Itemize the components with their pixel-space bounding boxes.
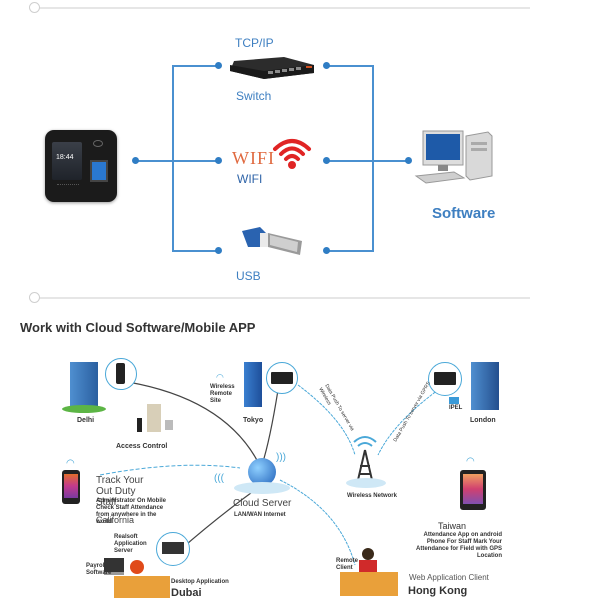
android-phone-icon (460, 470, 486, 510)
connector-left-top (172, 65, 218, 67)
cloud-diagram: Delhi Access Control ◠ Wireless Remote S… (0, 340, 600, 600)
cloud-server-label: Cloud Server (233, 498, 292, 509)
tokyo-label: Tokyo (243, 417, 264, 424)
node-left-mid (215, 157, 222, 164)
track-title: Track Your Out Duty Staff (96, 475, 144, 508)
node-left-bottom (215, 247, 222, 254)
terminal-camera (93, 140, 103, 147)
london-building-icon (471, 362, 499, 410)
software-label: Software (432, 205, 496, 222)
tokyo-terminal-bubble (266, 362, 298, 394)
middle-divider (36, 297, 530, 299)
node-right-mid (323, 157, 330, 164)
delhi-building-icon (70, 362, 98, 408)
wireless-network-cloud (346, 478, 386, 488)
taiwan-description: Attendance App on android Phone For Staf… (416, 532, 503, 559)
tokyo-building-icon (244, 362, 262, 407)
node-right-top (323, 62, 330, 69)
node-right-bottom (323, 247, 330, 254)
delhi-lawn (62, 405, 106, 413)
cloud-server-cloud (234, 482, 290, 494)
left-wifi-icon: ((( (214, 473, 224, 484)
node-left-top (215, 62, 222, 69)
access-control-label: Access Control (116, 443, 168, 450)
laptop-icon (104, 558, 124, 575)
taiwan-wifi-icon: ◠ (466, 456, 475, 467)
hongkong-worker-icon (362, 548, 374, 560)
california-wifi-icon: ◠ (66, 458, 75, 469)
terminal-keys (57, 184, 79, 195)
connectivity-diagram: 18:44 TCP/IP Switch WIFI WIFI (45, 36, 496, 283)
network-switch-icon (228, 55, 316, 79)
cloud-section-title: Work with Cloud Software/Mobile APP (20, 320, 256, 335)
dubai-label: Dubai (171, 587, 202, 599)
dubai-desk-icon (114, 576, 170, 598)
access-terminal-bubble (105, 358, 137, 390)
connector-left-mid (135, 160, 218, 162)
hongkong-desk-icon (340, 572, 398, 596)
access-control-equipment-icon (137, 400, 177, 436)
terminal-fingerprint-sensor (90, 160, 108, 182)
cloud-server-sublabel: LAN/WAN Internet (234, 512, 286, 518)
california-label: California (96, 515, 135, 525)
connector-right-top (326, 65, 374, 67)
wifi-label: WIFI (237, 172, 263, 186)
connector-left-vertical (172, 65, 174, 252)
usb-label: USB (236, 269, 261, 283)
london-device-label: IPEL (449, 405, 463, 411)
dubai-worker-icon (130, 560, 144, 574)
mobile-phone-icon (62, 470, 80, 504)
london-terminal-bubble (428, 362, 462, 396)
connector-right-vertical (372, 65, 374, 252)
connector-right-bottom (326, 250, 374, 252)
biometric-terminal-icon: 18:44 (45, 130, 117, 202)
wifi-signal-icon (272, 135, 312, 171)
wireless-network-label: Wireless Network (347, 493, 397, 499)
cloud-server-globe-icon (248, 458, 276, 486)
node-software (405, 157, 412, 164)
desktop-computer-icon (414, 128, 494, 198)
taiwan-label: Taiwan (438, 521, 467, 531)
realsoft-server-label: Realsoft Application Server (114, 534, 147, 554)
cloud-server-wifi-icon: ))) (276, 452, 286, 463)
middle-divider-knob[interactable] (29, 292, 40, 303)
hongkong-worker-body (359, 560, 377, 572)
terminal-screen: 18:44 (52, 142, 82, 180)
usb-connector-icon (238, 225, 308, 259)
switch-label: Switch (236, 89, 272, 103)
top-divider (36, 7, 530, 9)
tcpip-label: TCP/IP (235, 36, 274, 50)
delhi-label: Delhi (77, 417, 95, 424)
hong-kong-label: Hong Kong (408, 585, 468, 597)
london-label: London (470, 417, 496, 424)
connector-right-mid (326, 160, 411, 162)
london-device-tag (449, 397, 459, 404)
track-description: Administrator On Mobile Check Staff Atte… (96, 498, 167, 525)
dubai-desktop-bubble (156, 532, 190, 566)
payroll-label: Payroll Software (86, 563, 112, 576)
top-divider-knob[interactable] (29, 2, 40, 13)
node-device (132, 157, 139, 164)
terminal-time: 18:44 (56, 154, 74, 161)
desktop-app-label: Desktop Application (171, 579, 229, 585)
wifi-logo-text: WIFI (232, 148, 275, 168)
remote-client-label: Remote Client (336, 558, 359, 571)
wireless-remote-site-label: Wireless Remote Site (210, 384, 235, 404)
web-client-label: Web Application Client (409, 573, 489, 582)
wireless-tower-icon (350, 432, 380, 484)
wireless-remote-wifi-icon: ◠ (216, 372, 224, 382)
connector-left-bottom (172, 250, 218, 252)
